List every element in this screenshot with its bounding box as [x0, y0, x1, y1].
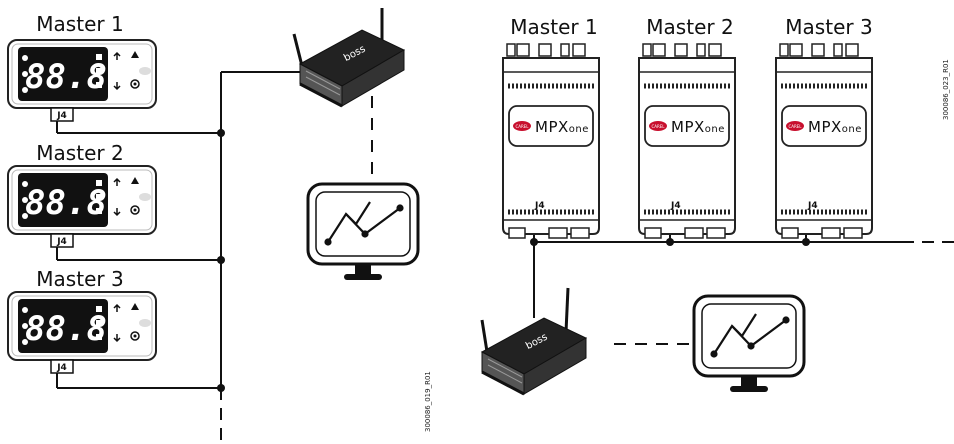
master1-controller: 88.8	[7, 39, 157, 109]
master2-controller: 88.8	[7, 165, 157, 235]
mpx-master2-label: Master 2	[646, 15, 733, 39]
supervisor-monitor	[692, 294, 806, 394]
master3-label: Master 3	[36, 267, 123, 291]
figure-code: 300086_019_R01	[424, 371, 432, 432]
mpx-master3-controller: CAREL MPXone J4	[776, 44, 872, 238]
carel-logo	[786, 121, 804, 131]
boss-gateway: boss	[292, 8, 406, 108]
j4-port-label: J4	[807, 201, 818, 211]
mpx-master3-label: Master 3	[785, 15, 872, 39]
antenna-icon	[564, 287, 570, 333]
junction-dot	[666, 238, 674, 246]
junction-dot	[217, 384, 225, 392]
figure-code: 300086_023_R01	[942, 59, 950, 120]
mpx-master2-controller: CAREL MPXone J4	[639, 44, 735, 238]
display-readout: 88.8	[25, 309, 107, 349]
carel-logo	[513, 121, 531, 131]
j4-port-label: J4	[534, 201, 545, 211]
j4-port	[50, 359, 74, 374]
mpx-master1-controller: CAREL MPXone J4	[503, 44, 599, 238]
carel-logo	[649, 121, 667, 131]
antenna-icon	[292, 33, 304, 67]
master3-controller: 88.8	[7, 291, 157, 361]
j4-port	[50, 107, 74, 122]
junction-dot	[802, 238, 810, 246]
svg-text:CAREL: CAREL	[651, 124, 665, 129]
mpx-brand: MPXone	[535, 118, 589, 136]
junction-dot	[530, 238, 538, 246]
display-readout: 88.8	[25, 57, 107, 97]
svg-text:CAREL: CAREL	[515, 124, 529, 129]
j4-port	[50, 233, 74, 248]
j4-port-label: J4	[670, 201, 681, 211]
mpx-brand: MPXone	[808, 118, 862, 136]
display-readout: 88.8	[25, 183, 107, 223]
junction-dot	[217, 129, 225, 137]
supervisor-monitor	[306, 182, 420, 282]
master2-label: Master 2	[36, 141, 123, 165]
right-network: Master 1 CAREL MPXone J4 Master 2 CAREL …	[480, 15, 954, 396]
boss-gateway: boss	[480, 287, 588, 396]
master1-label: Master 1	[36, 12, 123, 36]
mpx-master1-label: Master 1	[510, 15, 597, 39]
j4-port-label: J4	[56, 111, 67, 121]
j4-port-label: J4	[56, 237, 67, 247]
junction-dot	[217, 256, 225, 264]
left-network: Master 1 88.8 J4 Master 2 88.8 J4 Master…	[7, 8, 432, 442]
svg-text:CAREL: CAREL	[788, 124, 802, 129]
mpx-brand: MPXone	[671, 118, 725, 136]
j4-port-label: J4	[56, 363, 67, 373]
